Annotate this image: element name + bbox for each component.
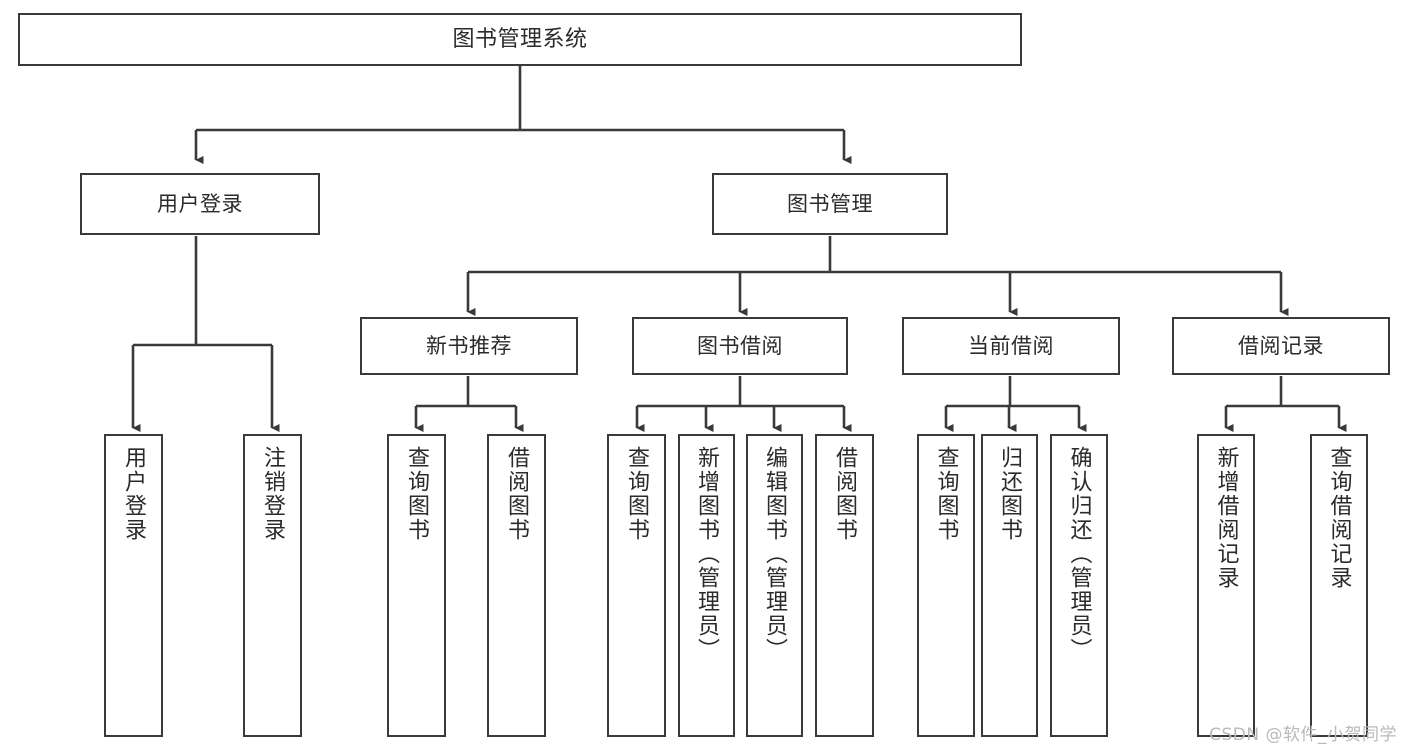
node-label: 用户登录	[157, 191, 243, 216]
node-label: 归还图书	[997, 446, 1023, 542]
node-leaf-add-borrow-record[interactable]: 新增借阅记录	[1197, 434, 1255, 737]
node-label: 借阅图书	[504, 446, 530, 542]
node-current-borrow[interactable]: 当前借阅	[902, 317, 1120, 375]
node-leaf-edit-book-admin[interactable]: 编辑图书（管理员）	[746, 434, 803, 737]
node-leaf-query-book-current[interactable]: 查询图书	[917, 434, 975, 737]
node-leaf-return-book[interactable]: 归还图书	[981, 434, 1038, 737]
node-label: 当前借阅	[968, 333, 1054, 358]
node-label: 查询图书	[404, 446, 430, 542]
node-root-system[interactable]: 图书管理系统	[18, 13, 1022, 66]
node-leaf-add-book-admin[interactable]: 新增图书（管理员）	[678, 434, 735, 737]
node-label: 借阅图书	[832, 446, 858, 542]
node-label: 用户登录	[121, 446, 147, 542]
node-label: 新增借阅记录	[1213, 446, 1239, 590]
node-label: 查询借阅记录	[1326, 446, 1352, 590]
node-label: 注销登录	[260, 446, 286, 542]
node-label: 新书推荐	[426, 333, 512, 358]
node-leaf-borrow-book-recommend[interactable]: 借阅图书	[487, 434, 546, 737]
node-label: 确认归还（管理员）	[1066, 446, 1092, 662]
node-label: 图书管理	[787, 191, 873, 216]
node-leaf-user-login[interactable]: 用户登录	[104, 434, 163, 737]
node-label: 图书管理系统	[452, 26, 588, 52]
node-borrow-record[interactable]: 借阅记录	[1172, 317, 1390, 375]
node-new-book-recommend[interactable]: 新书推荐	[360, 317, 578, 375]
node-leaf-borrow-book[interactable]: 借阅图书	[815, 434, 874, 737]
node-user-login[interactable]: 用户登录	[80, 173, 320, 235]
node-label: 查询图书	[624, 446, 650, 542]
node-label: 查询图书	[933, 446, 959, 542]
node-leaf-logout[interactable]: 注销登录	[243, 434, 302, 737]
node-leaf-confirm-return-admin[interactable]: 确认归还（管理员）	[1050, 434, 1108, 737]
node-label: 新增图书（管理员）	[694, 446, 720, 662]
watermark-text: CSDN @软件_小贺同学	[1209, 725, 1397, 745]
node-leaf-query-book-recommend[interactable]: 查询图书	[387, 434, 446, 737]
node-leaf-query-borrow-record[interactable]: 查询借阅记录	[1310, 434, 1368, 737]
node-leaf-query-book-borrow[interactable]: 查询图书	[607, 434, 666, 737]
node-book-management[interactable]: 图书管理	[712, 173, 948, 235]
node-label: 图书借阅	[697, 333, 783, 358]
node-label: 借阅记录	[1238, 333, 1324, 358]
node-label: 编辑图书（管理员）	[762, 446, 788, 662]
node-book-borrow[interactable]: 图书借阅	[632, 317, 848, 375]
